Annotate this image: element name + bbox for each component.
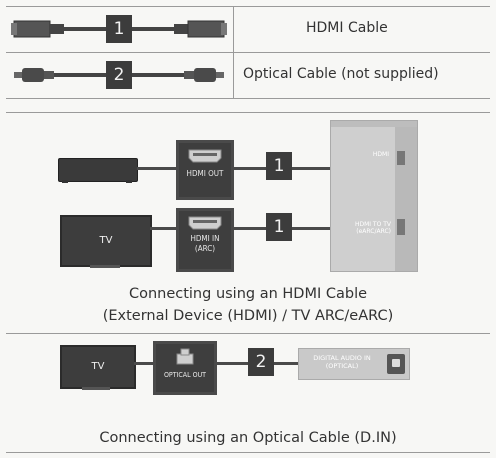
panel-side-edge [395,127,417,271]
optical-section-bottom-border [6,452,490,453]
hdmi-section-top-border [6,112,490,113]
hdmi-caption-line1: Connecting using an HDMI Cable [128,286,368,302]
hdmi-in-arc-port: HDMI IN (ARC) [176,208,234,272]
legend-label-hdmi: HDMI Cable [306,20,388,36]
legend-bottom-border [6,98,490,99]
optical-port-icon [387,354,405,374]
soundbar-hdmi-to-tv-label: HDMI TO TV (eARC/ARC) [335,221,391,235]
digital-audio-in-label: DIGITAL AUDIO IN (OPTICAL) [303,354,381,370]
hdmi-to-tv-label: HDMI TO TV [354,221,391,228]
legend-column-divider [233,6,234,98]
hdmi-out-label: HDMI OUT [186,169,224,178]
cable-number-badge: 1 [266,213,292,241]
tv-stand [90,265,120,268]
optical-cable-line [274,362,298,365]
legend-divider [6,52,490,53]
hdmi-out-port: HDMI OUT [176,140,234,200]
set-top-box-foot [126,180,132,183]
hdmi-port-icon [397,219,405,235]
optical-out-label: OPTICAL OUT [163,371,207,379]
cable-number-badge: 2 [106,61,132,89]
tv-icon: TV [60,345,136,389]
optical-port-icon [176,348,194,365]
optical-out-port: OPTICAL OUT [153,341,217,395]
hdmi-cable-line [231,227,267,230]
hdmi-in-arc-label: (ARC) [194,244,216,253]
legend-label-optical: Optical Cable (not supplied) [243,66,439,82]
soundbar-rear-panel: HDMI HDMI TO TV (eARC/ARC) [330,120,418,272]
optical-cable-line [214,362,248,365]
earc-arc-label: (eARC/ARC) [356,228,391,235]
tv-connector-line [150,227,177,230]
cable-number-badge: 1 [106,15,132,43]
soundbar-optical-panel: DIGITAL AUDIO IN (OPTICAL) [298,348,410,380]
soundbar-hdmi-label: HDMI [372,151,389,158]
tv-stand [82,387,110,390]
tv-label: TV [91,361,105,372]
tv-label: TV [99,235,113,246]
optical-section-top-border [6,333,490,334]
hdmi-port-icon [188,149,222,163]
hdmi-in-label: HDMI IN [190,234,220,243]
digital-audio-in-line: DIGITAL AUDIO IN [313,354,371,362]
legend-top-border [6,6,490,7]
set-top-box-foot [62,180,68,183]
hdmi-cable-line [292,227,332,230]
device-connector-line [137,167,177,170]
hdmi-port-icon [188,216,222,230]
tv-icon: TV [60,215,152,267]
set-top-box-icon [58,158,138,182]
hdmi-caption-line2: (External Device (HDMI) / TV ARC/eARC) [102,308,394,324]
hdmi-cable-line [231,167,267,170]
optical-line: (OPTICAL) [325,362,359,370]
hdmi-port-icon [397,151,405,165]
tv-connector-line [134,362,154,365]
optical-caption: Connecting using an Optical Cable (D.IN) [99,430,397,446]
cable-number-badge: 1 [266,152,292,180]
panel-top-edge [331,121,417,127]
hdmi-cable-line [292,167,332,170]
cable-number-badge: 2 [248,348,274,376]
